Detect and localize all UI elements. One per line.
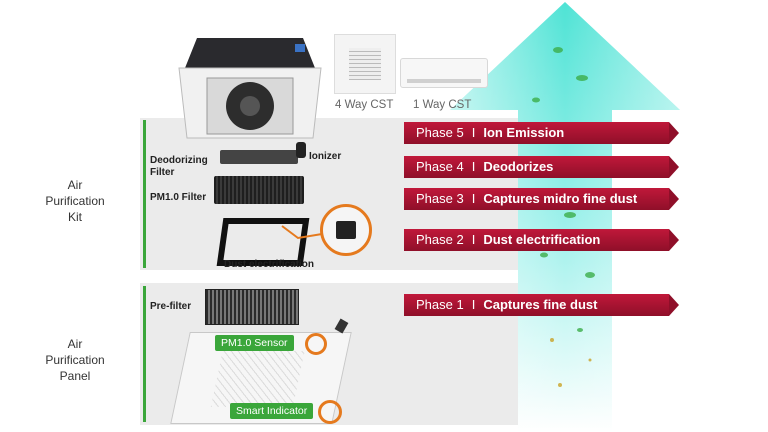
phase-label: Phase 4 [416, 159, 464, 174]
phase-label: Phase 1 [416, 297, 464, 312]
phase-separator: I [471, 125, 476, 140]
phase-separator: I [471, 232, 476, 247]
phase-separator: I [471, 297, 476, 312]
smart-indicator-tag: Smart Indicator [230, 403, 314, 419]
phase-label: Phase 3 [416, 191, 464, 206]
kit-divider [143, 120, 146, 268]
smart-indicator-callout [318, 400, 342, 424]
pre-filter-image [205, 289, 299, 325]
ionizer-detail-callout [320, 204, 372, 256]
ionizer-image [296, 142, 306, 158]
callout-leader-line [281, 225, 323, 240]
four-way-cst-image [334, 34, 396, 94]
phase-separator: I [471, 159, 476, 174]
leaf-particles [532, 47, 595, 332]
ionizer-label: Ionizer [309, 151, 342, 162]
phase-5-banner: Phase 5 I Ion Emission [404, 122, 679, 144]
phase-description: Dust electrification [483, 232, 601, 247]
pm10-sensor-callout [305, 333, 327, 355]
pm10-filter-label: PM1.0 Filter [150, 192, 207, 203]
phase-1-banner: Phase 1 I Captures fine dust [404, 294, 679, 316]
phase-2-banner: Phase 2 I Dust electrification [404, 229, 679, 251]
deodorizing-filter-image [220, 150, 298, 164]
phase-label: Phase 5 [416, 125, 464, 140]
one-way-cst-caption: 1 Way CST [413, 99, 472, 111]
cassette-unit-image [178, 38, 322, 139]
dust-electrification-label: Dust electrification [224, 259, 315, 270]
phase-description: Captures fine dust [483, 297, 598, 312]
pm10-sensor-tag: PM1.0 Sensor [215, 335, 294, 351]
phase-separator: I [471, 191, 476, 206]
four-way-cst-caption: 4 Way CST [335, 99, 394, 111]
phase-description: Deodorizes [483, 159, 554, 174]
kit-section-label: Air Purification Kit [45, 178, 105, 224]
one-way-cst-image [400, 58, 488, 88]
pm10-filter-image [214, 176, 304, 204]
phase-3-banner: Phase 3 I Captures midro fine dust [404, 188, 679, 210]
airflow-arrow [450, 2, 680, 432]
panel-divider [143, 286, 146, 422]
phase-description: Ion Emission [483, 125, 565, 140]
deodorizing-filter-label: Deodorizing Filter [150, 155, 208, 178]
phase-4-banner: Phase 4 I Deodorizes [404, 156, 679, 178]
pre-filter-label: Pre-filter [150, 301, 192, 312]
panel-section-label: Air Purification Panel [45, 337, 105, 383]
phase-label: Phase 2 [416, 232, 464, 247]
phase-description: Captures midro fine dust [483, 191, 638, 206]
